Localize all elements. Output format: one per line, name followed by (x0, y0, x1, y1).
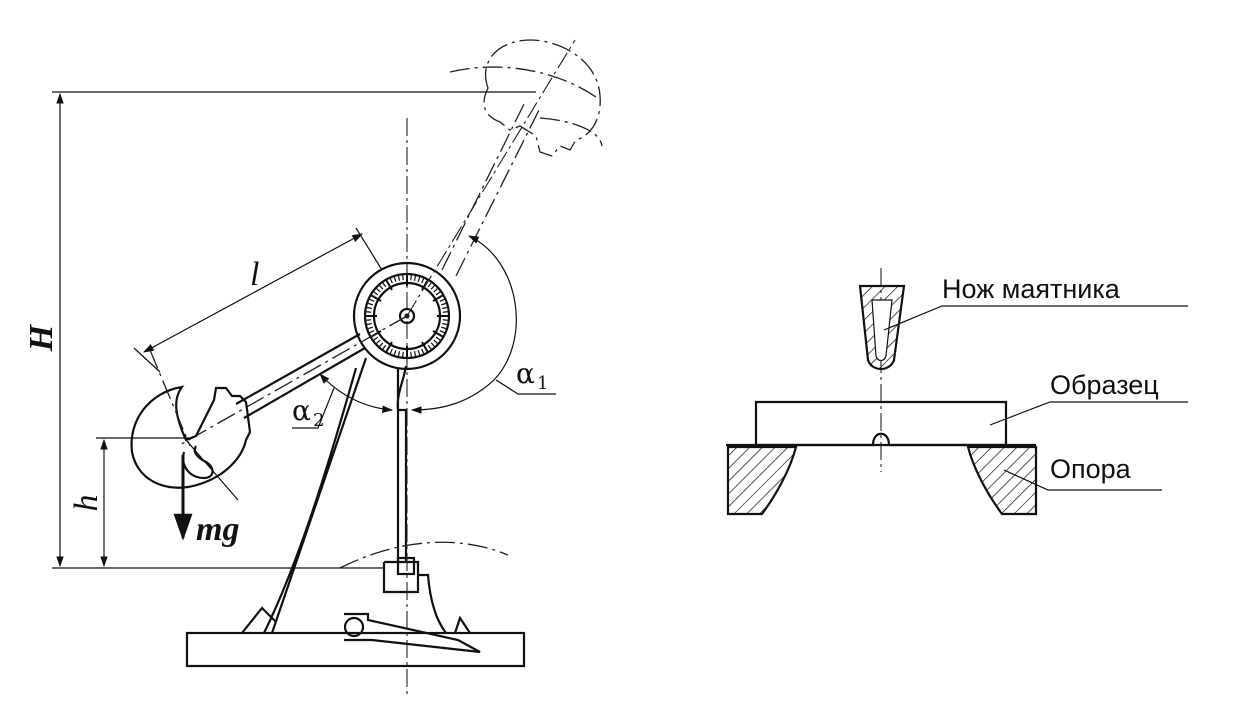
dial-tick (385, 341, 393, 353)
angle1-arc (410, 235, 517, 414)
dial-tick (366, 302, 373, 306)
pendulum-arm-upper (441, 99, 541, 277)
specimen-leader (989, 401, 1188, 426)
dial-tick (372, 336, 379, 342)
dial-tick (435, 336, 442, 342)
anvil-support (382, 562, 447, 634)
label-h: h (68, 495, 105, 512)
dial-tick (430, 342, 436, 348)
dial-tick (430, 284, 436, 290)
label-alpha1-subscript: 1 (537, 373, 548, 394)
dial-tick (427, 344, 433, 351)
knife-leader (883, 305, 1188, 331)
label-mg: mg (196, 511, 239, 548)
pendulum-hammer-lower (130, 385, 252, 489)
label-knife: Нож маятника (942, 274, 1121, 304)
dial-tick (427, 281, 433, 288)
dial-tick (381, 281, 387, 288)
dial-tick (368, 330, 375, 334)
swing-arc (339, 541, 509, 569)
pendulum-hammer-upper (483, 39, 601, 157)
dial-tick (389, 348, 393, 355)
base-plate (185, 631, 526, 668)
dial-tick (433, 339, 439, 345)
dial-tick (385, 279, 393, 291)
label-alpha1: α 1 (516, 357, 548, 394)
pendulum-tester: H h l mg α 1 α 2 (23, 39, 603, 695)
dial-tick (397, 274, 401, 281)
dial-tick (375, 339, 381, 345)
label-l: l (250, 256, 259, 293)
angle2-arc (319, 373, 394, 414)
dial-tick (421, 348, 425, 355)
dial-tick (381, 344, 387, 351)
dial-tick (393, 350, 397, 357)
label-specimen: Образец (1050, 370, 1159, 400)
latch-roller (343, 616, 365, 638)
label-alpha2-subscript: 2 (313, 410, 324, 431)
dial-tick (378, 342, 384, 348)
latch-lever (344, 612, 481, 654)
dial-tick (366, 326, 373, 330)
label-alpha2: α 2 (292, 394, 324, 431)
frame-foot-right (453, 615, 471, 634)
dial-tick (368, 298, 375, 302)
support-leader (1003, 469, 1162, 491)
dial-tick (375, 287, 381, 293)
dial-tick (410, 351, 412, 358)
label-support: Опора (1050, 454, 1132, 484)
dial-tick (365, 306, 372, 310)
dial-tick (442, 319, 449, 321)
dial-tick (439, 330, 446, 334)
dial-tick (402, 274, 404, 281)
dial-tick (365, 311, 372, 313)
dial-tick (372, 290, 379, 296)
dial-tick (365, 319, 372, 321)
dial-tick (370, 294, 382, 302)
label-alpha2-symbol: α (292, 394, 311, 427)
dial-tick (442, 311, 449, 313)
label-alpha1-symbol: α (516, 357, 535, 390)
dial-tick (439, 298, 446, 302)
frame-right-column (396, 365, 408, 562)
frame-foot-left (241, 606, 277, 634)
label-H: H (23, 323, 60, 352)
dial-tick (393, 275, 397, 282)
dial-tick (389, 277, 393, 284)
dial-tick (435, 290, 442, 296)
support-right (966, 445, 1038, 516)
dial-tick (421, 277, 425, 284)
frame-left-leg (263, 357, 368, 634)
arm-length-l-dimension (143, 233, 363, 353)
dial-tick (397, 351, 401, 358)
dial-tick (378, 284, 384, 290)
dial-tick (433, 287, 439, 293)
dial-tick (365, 322, 372, 326)
dial-tick (402, 351, 404, 358)
specimen-detail: Нож маятника Образец Опора (726, 268, 1188, 516)
support-left (726, 445, 798, 516)
dial-tick (410, 274, 412, 281)
